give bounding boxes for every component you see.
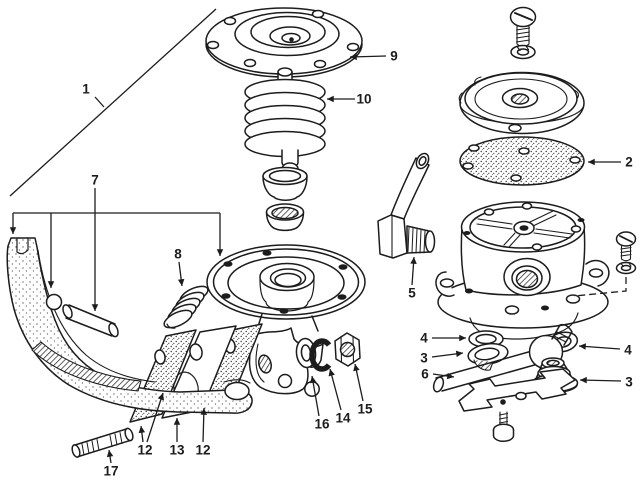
- callout-number: 7: [91, 173, 99, 188]
- callout-number: 6: [421, 367, 429, 382]
- callout-number: 4: [624, 343, 632, 358]
- callout-number: 3: [625, 375, 633, 390]
- valve-left: [467, 342, 509, 371]
- callout-number: 9: [390, 49, 398, 64]
- lower-pump-body: [435, 201, 610, 340]
- mounting-stud: [71, 427, 134, 458]
- leader-arrowhead: [328, 369, 335, 377]
- leader-arrowhead: [588, 158, 595, 166]
- inlet-elbow: [377, 152, 436, 259]
- leader-arrowhead: [350, 53, 357, 61]
- leader-line: [311, 375, 320, 417]
- leader-arrowhead: [446, 372, 454, 380]
- leader-arrowhead: [309, 376, 317, 384]
- leader-line: [578, 345, 621, 350]
- rocker-arm: [6, 237, 253, 414]
- leader-arrowhead: [138, 426, 146, 434]
- callout-number: 14: [335, 411, 351, 426]
- leader-arrowhead: [177, 278, 185, 286]
- leader-arrowhead: [459, 334, 466, 342]
- cover-lock-washer: [510, 44, 536, 60]
- chamber-cover-cap: [458, 71, 585, 135]
- leader-line: [573, 277, 627, 297]
- leader-arrowhead: [455, 350, 463, 358]
- leader-arrowhead: [200, 408, 208, 415]
- leader-arrowhead: [580, 376, 587, 384]
- check-ball: [304, 381, 320, 397]
- leader-arrowhead: [47, 281, 55, 288]
- callout-number: 10: [356, 92, 371, 107]
- callout-number: 4: [420, 331, 428, 346]
- rocker-housing: [248, 313, 324, 395]
- cover-gasket: [459, 136, 585, 186]
- leader-arrowhead: [106, 450, 114, 458]
- leader-arrowhead: [173, 418, 181, 425]
- leader-arrowhead: [91, 304, 99, 311]
- leader-line: [146, 392, 164, 443]
- leader-arrowhead: [9, 227, 17, 234]
- callout-number: 17: [103, 464, 118, 479]
- lower-seal-cup: [265, 203, 305, 232]
- leader-line: [579, 379, 622, 382]
- callout-number: 8: [174, 247, 182, 262]
- callout-number: 16: [314, 417, 330, 432]
- leader-line: [9, 8, 217, 197]
- upper-seal-cup: [262, 166, 308, 201]
- rocker-spring: [163, 285, 209, 329]
- leader-line: [329, 368, 342, 411]
- upper-cover-flange: [205, 7, 363, 78]
- diaphragm-spring-rod: [244, 67, 326, 176]
- callout-number: 1: [82, 82, 90, 97]
- callout-number: 13: [169, 443, 185, 458]
- retainer-screw: [492, 411, 515, 443]
- leader-arrowhead: [216, 249, 224, 256]
- leader-arrowhead: [579, 343, 586, 350]
- callout-number: 2: [625, 155, 633, 170]
- callout-number: 5: [408, 286, 416, 301]
- callout-number: 12: [195, 443, 210, 458]
- upper-body-flange: [206, 244, 366, 320]
- body-lock-washer: [615, 261, 637, 275]
- callout-number: 3: [420, 351, 428, 366]
- callout-number: 12: [137, 443, 152, 458]
- leader-arrowhead: [410, 257, 417, 264]
- leader-line: [94, 96, 105, 108]
- valve-retainer-plate: [458, 368, 576, 412]
- cover-screw: [509, 6, 537, 48]
- pivot-nut: [334, 332, 361, 367]
- rocker-pivot-ball: [45, 293, 63, 311]
- snap-ring: [309, 338, 332, 372]
- leader-arrowhead: [353, 364, 360, 372]
- callout-number: 15: [357, 402, 373, 417]
- leader-arrowhead: [157, 393, 165, 401]
- rocker-pin: [62, 304, 119, 338]
- body-screw: [615, 231, 637, 262]
- leader-arrowhead: [327, 95, 334, 103]
